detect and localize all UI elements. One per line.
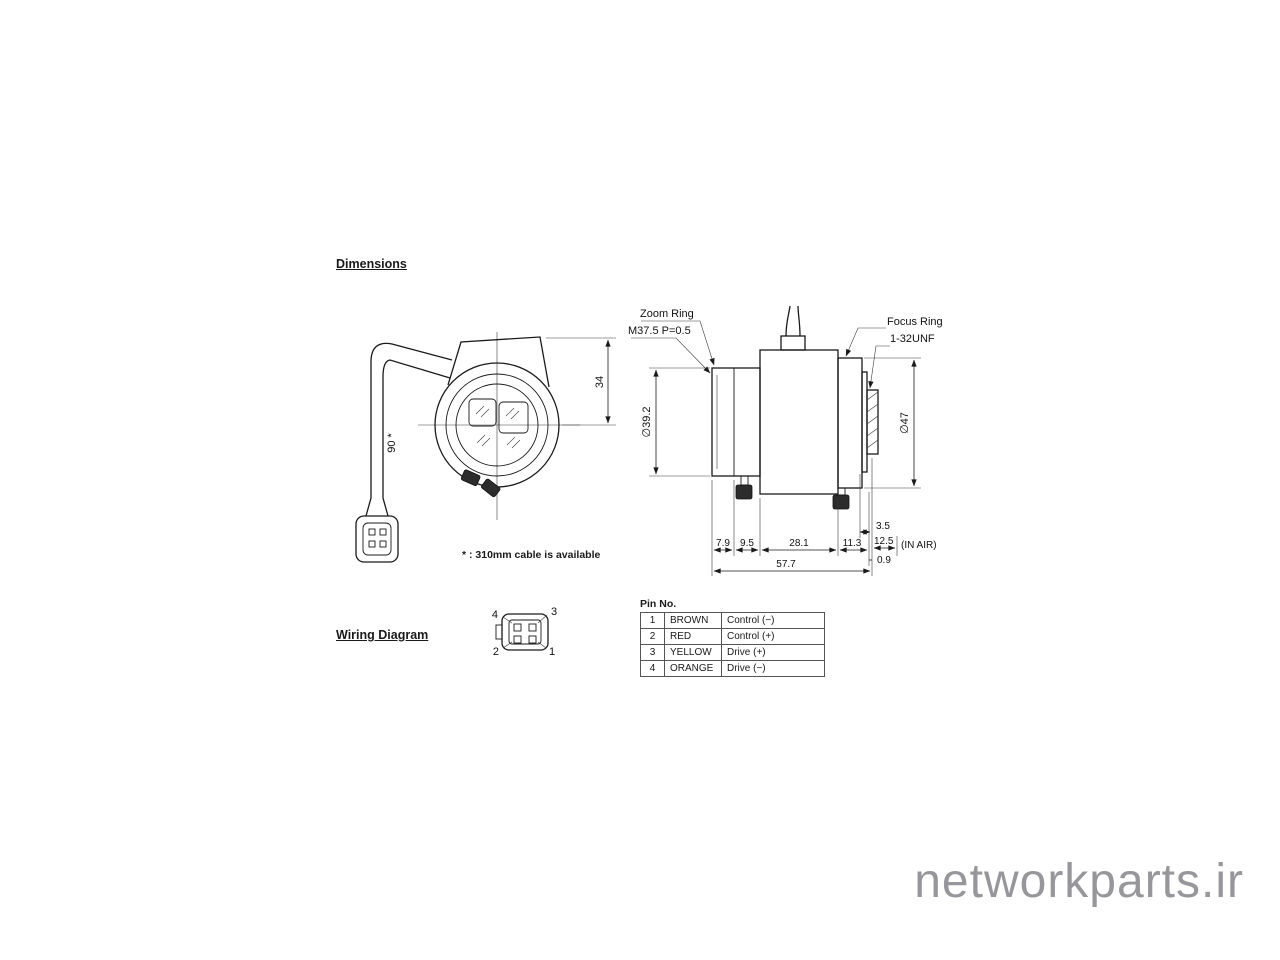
cable-arm-outer	[365, 342, 453, 517]
pin-table: 1 BROWN Control (−) 2 RED Control (+) 3 …	[640, 612, 825, 677]
leader-pin1	[537, 641, 547, 649]
bottom-extension-lines	[711, 458, 898, 576]
pin-no: 3	[640, 644, 665, 661]
bottom-dimension-chain: 7.9 9.5 28.1 11.3	[713, 538, 868, 553]
dim-label-57-7: 57.7	[776, 559, 796, 570]
pin-no: 1	[640, 612, 665, 629]
cable-note: * : 310mm cable is available	[462, 549, 601, 561]
side-view: Zoom Ring M37.5 P=0.5 Focus Ring 1-32UNF…	[628, 305, 943, 576]
connector-face	[508, 619, 542, 645]
wiring-connector: 4 3 2 1	[492, 606, 557, 658]
pin-no: 4	[640, 660, 665, 677]
connector-pin4-hole	[513, 623, 522, 632]
zoom-ring-leader	[641, 320, 715, 366]
wiring-diagram-heading: Wiring Diagram	[336, 628, 429, 642]
pin-no: 2	[640, 628, 665, 645]
dimensions-heading: Dimensions	[336, 257, 407, 271]
front-thread-label: M37.5 P=0.5	[628, 325, 691, 337]
pin-table-title: Pin No.	[640, 598, 677, 610]
pin-function: Control (−)	[721, 612, 825, 629]
front-thumbscrews	[460, 469, 501, 498]
lens-glass-left	[468, 398, 497, 427]
table-row: 3 YELLOW Drive (+)	[640, 644, 825, 661]
cable-arm-inner	[382, 359, 451, 517]
dim-label-12-5: 12.5	[874, 536, 894, 547]
dim-label-3-5: 3.5	[876, 521, 890, 532]
table-row: 1 BROWN Control (−)	[640, 612, 825, 629]
dim-label-9-5: 9.5	[740, 538, 754, 549]
front-thread-leader	[631, 337, 711, 374]
cable-line-right	[797, 305, 801, 337]
connector-pin1-hole	[528, 635, 537, 644]
table-row: 4 ORANGE Drive (−)	[640, 660, 825, 677]
watermark-logo: networkparts.ir	[914, 855, 1244, 908]
rear-thread-leader	[868, 345, 890, 389]
mount-thread	[866, 389, 879, 455]
pin1-number: 1	[549, 646, 555, 658]
rear-flange	[861, 371, 868, 473]
lens-barrel-inner	[455, 383, 539, 467]
leader-pin3	[537, 614, 548, 624]
leader-pin2	[502, 641, 513, 649]
cable-line-left	[785, 305, 791, 337]
pin-function: Drive (−)	[721, 660, 825, 677]
pin-color: YELLOW	[664, 644, 722, 661]
focus-ring-leader	[845, 327, 886, 357]
lens-barrel-middle	[445, 373, 549, 477]
dim-label-11-3: 11.3	[843, 538, 862, 549]
pin-function: Drive (+)	[721, 644, 825, 661]
pin-color: ORANGE	[664, 660, 722, 677]
glass-hatching	[475, 405, 521, 449]
pin-color: BROWN	[664, 612, 722, 629]
pin3-number: 3	[551, 606, 557, 618]
pin-function: Control (+)	[721, 628, 825, 645]
lens-body-outline	[447, 336, 550, 388]
dim-label-0-9: 0.9	[877, 555, 891, 566]
zoom-ring-label: Zoom Ring	[640, 308, 694, 320]
connector-key	[495, 624, 503, 640]
in-air-label: (IN AIR)	[901, 540, 937, 551]
leader-pin4	[502, 616, 513, 624]
pin-color: RED	[664, 628, 722, 645]
thread-hatching	[866, 391, 879, 449]
pin-table-section: Pin No. 1 BROWN Control (−) 2 RED Contro…	[640, 598, 825, 677]
pin2-number: 2	[493, 646, 499, 658]
table-row: 2 RED Control (+)	[640, 628, 825, 645]
connector-pin3-hole	[528, 623, 537, 632]
dim-label-7-9: 7.9	[716, 538, 730, 549]
lens-mid-body	[759, 349, 839, 495]
pin4-number: 4	[492, 609, 498, 621]
zoom-ring-section	[711, 367, 761, 477]
cable-connector	[355, 515, 399, 563]
dim-label-28-1: 28.1	[789, 538, 809, 549]
side-thumbscrews	[735, 475, 850, 510]
connector-pin2-hole	[513, 635, 522, 644]
rear-thread-label: 1-32UNF	[890, 333, 935, 345]
cable-gland	[780, 335, 806, 351]
dim-label-34: 34	[594, 376, 606, 388]
front-view: 34 90 *	[355, 332, 616, 563]
dim-label-dia392: ∅39.2	[641, 407, 653, 438]
dim-label-dia47: ∅47	[899, 412, 911, 434]
focus-ring-label: Focus Ring	[887, 316, 943, 328]
focus-ring-section	[837, 357, 863, 489]
dim-label-cable-90: 90 *	[386, 432, 398, 452]
lens-glass-right	[498, 401, 529, 434]
